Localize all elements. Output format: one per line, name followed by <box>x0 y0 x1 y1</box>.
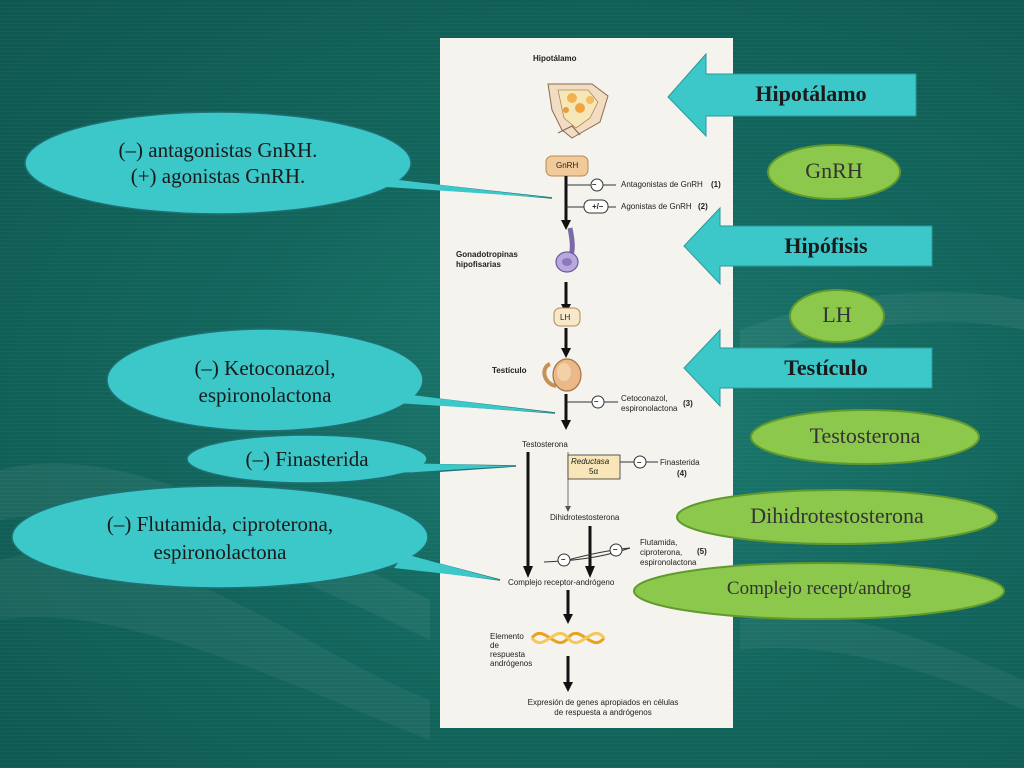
flutamide-line2: ciproterona, <box>640 548 683 557</box>
antagonists-minus: – <box>592 180 597 189</box>
gnrh-box-label: GnRH <box>556 161 579 170</box>
agonists-number: (2) <box>698 202 708 211</box>
pathway-graphics <box>523 83 658 692</box>
finasteride-label: Finasterida <box>660 458 700 467</box>
gonadotropins-label: Gonadotropinas hipofisarias <box>456 250 518 269</box>
element-line3: respuesta <box>490 650 526 659</box>
pill-gnrh <box>767 144 901 200</box>
reductase-label: Reductasa <box>571 457 610 466</box>
arrow-testicle-label: Testículo <box>784 355 868 380</box>
arrow-testicle <box>683 328 933 408</box>
ketoconazole-line2: espironolactona <box>621 404 678 413</box>
arrow-hypothalamus <box>667 52 917 138</box>
bubble-keto-line1: (–) Ketoconazol, <box>194 356 336 380</box>
bubble-flutamide-line1: (–) Flutamida, ciproterona, <box>106 512 334 536</box>
element-line2: de <box>490 641 499 650</box>
pill-dht <box>676 489 998 545</box>
pill-complex-label: Complejo recept/androg <box>726 578 912 599</box>
arrow-pituitary <box>683 206 933 286</box>
expression-line1: Expresión de genes apropiados en células <box>527 698 679 707</box>
flutamide-number: (5) <box>697 547 707 556</box>
flutamide-minus-1: – <box>561 555 566 564</box>
agonists-sign: +/– <box>592 202 604 211</box>
pill-dht-label: Dihidrotestosterona <box>750 503 924 528</box>
antagonists-number: (1) <box>711 180 721 189</box>
lh-box <box>553 307 581 327</box>
element-line1: Elemento <box>490 632 524 641</box>
expression-line2: de respuesta a andrógenos <box>554 708 652 717</box>
pill-lh-label: LH <box>822 302 852 327</box>
ketoconazole-number: (3) <box>683 399 693 408</box>
flutamide-line1: Flutamida, <box>640 538 678 547</box>
testosterone-label: Testosterona <box>522 440 568 449</box>
antagonists-label: Antagonistas de GnRH <box>621 180 703 189</box>
bubble-finasteride-label: (–) Finasterida <box>245 447 369 471</box>
pituitary-illustration <box>555 227 579 273</box>
arrow-hypothalamus-label: Hipotálamo <box>755 81 867 106</box>
pathway-diagram-panel <box>440 38 733 728</box>
agonists-label: Agonistas de GnRH <box>621 202 692 211</box>
pill-testosterone <box>750 409 980 465</box>
finasteride-minus: – <box>637 458 642 467</box>
arrow-pituitary-label: Hipófisis <box>784 233 868 258</box>
element-line4: andrógenos <box>490 659 533 668</box>
bubble-flutamide-line2: espironolactona <box>153 540 287 564</box>
flutamide-line3: espironolactona <box>640 558 697 567</box>
pill-testosterone-label: Testosterona <box>809 423 921 448</box>
finasteride-number: (4) <box>677 469 687 478</box>
lh-box-label: LH <box>560 313 571 322</box>
pill-complex <box>633 562 1005 620</box>
bubble-keto-line2: espironolactona <box>198 383 332 407</box>
bubble-gnrh-line1: (–) antagonistas GnRH. <box>118 138 318 162</box>
reductase-type: 5α <box>589 467 599 476</box>
pill-lh <box>789 289 885 343</box>
dht-label: Dihidrotestosterona <box>550 513 620 522</box>
complex-label: Complejo receptor-andrógeno <box>508 578 615 587</box>
reductase-box <box>567 454 621 480</box>
hypothalamus-illustration <box>547 83 609 139</box>
bubble-gnrh-line2: (+) agonistas GnRH. <box>130 164 306 188</box>
ketoconazole-line1: Cetoconazol, <box>621 394 668 403</box>
ketoconazole-minus: – <box>594 397 599 406</box>
hypothalamus-title: Hipotálamo <box>533 54 577 63</box>
pill-gnrh-label: GnRH <box>805 158 863 183</box>
flutamide-minus-2: – <box>613 545 618 554</box>
dna-helix-illustration <box>530 631 606 645</box>
testicle-illustration <box>542 358 582 392</box>
testicle-label: Testículo <box>492 366 527 375</box>
